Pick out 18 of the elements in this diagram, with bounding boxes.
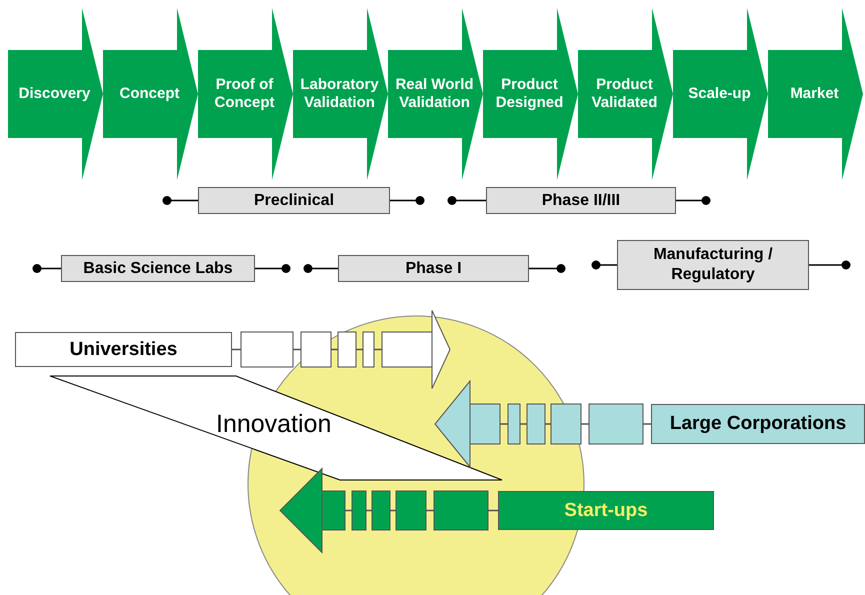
stage-panel: Discovery <box>8 8 103 180</box>
stage-panel: Product Designed <box>483 8 578 180</box>
stage-panel: Market <box>768 8 863 180</box>
stage-panel: Product Validated <box>578 8 673 180</box>
stage-panel: Proof of Concept <box>198 8 293 180</box>
stage-panel: Real World Validation <box>388 8 483 180</box>
sector-box: Universities <box>15 332 232 367</box>
phase-bar: Phase II/III <box>486 187 676 214</box>
sector-box: Start-ups <box>498 491 714 530</box>
stage-panel: Scale-up <box>673 8 768 180</box>
phase-bar: Phase I <box>338 255 529 282</box>
stage-panel: Laboratory Validation <box>293 8 388 180</box>
sector-box: Large Corporations <box>651 404 865 444</box>
phase-bar: Basic Science Labs <box>61 255 255 282</box>
stage-panel: Concept <box>103 8 198 180</box>
innovation-label: Innovation <box>216 410 332 439</box>
phase-bar: Manufacturing / Regulatory <box>617 240 809 290</box>
phase-bar: Preclinical <box>198 187 390 214</box>
